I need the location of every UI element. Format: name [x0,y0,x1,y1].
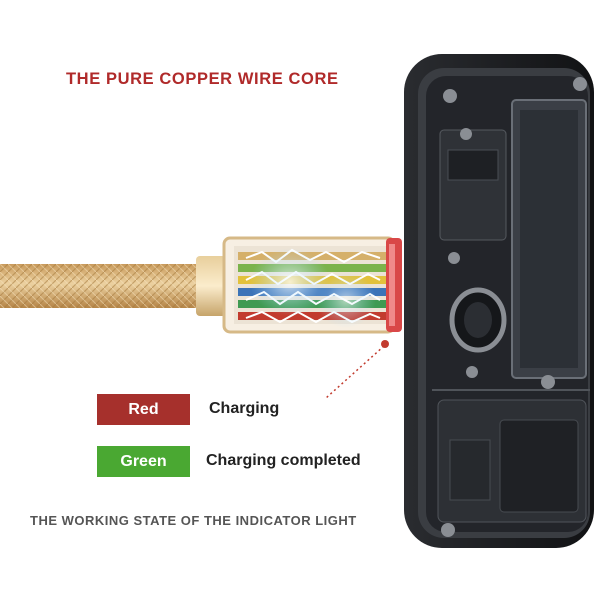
phone-illustration [404,54,594,548]
headline: THE PURE COPPER WIRE CORE [66,70,339,88]
braided-cable-illustration [0,256,226,316]
green-state-label: Charging completed [206,452,361,469]
green-indicator-badge: Green [97,446,190,477]
connector-illustration [222,236,402,334]
red-indicator-badge: Red [97,394,190,425]
indicator-pointer-icon [325,340,389,399]
red-state-label: Charging [209,400,280,417]
footer-caption: THE WORKING STATE OF THE INDICATOR LIGHT [30,513,357,528]
